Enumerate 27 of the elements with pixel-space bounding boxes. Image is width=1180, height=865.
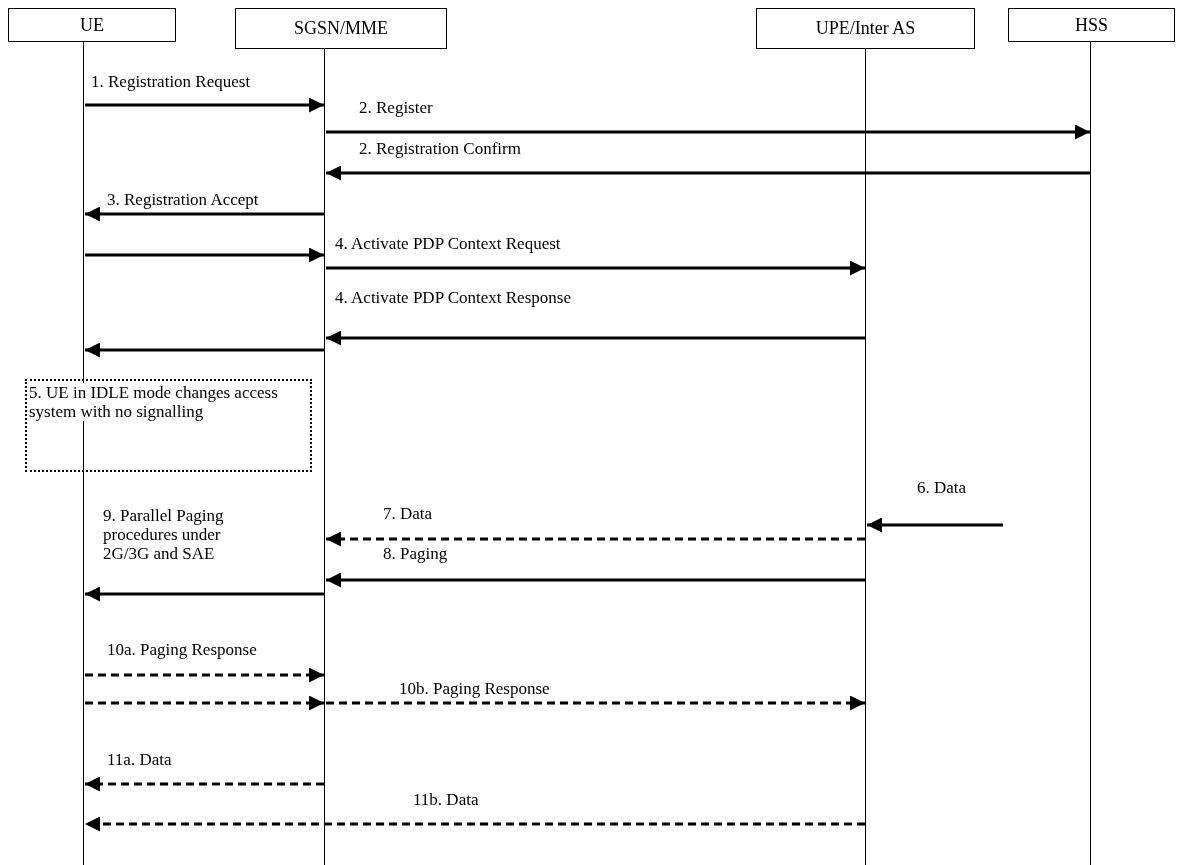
message-arrow	[85, 97, 324, 113]
edge-label: 10b. Paging Response	[398, 679, 551, 698]
message-arrow	[867, 517, 1003, 533]
message-arrow	[326, 330, 865, 346]
message-arrow	[85, 206, 324, 222]
participant-box: SGSN/MME	[235, 8, 447, 49]
message-arrow	[326, 695, 865, 711]
participant-box: UE	[8, 8, 176, 42]
lifeline	[1090, 42, 1092, 865]
message-arrow	[85, 776, 324, 792]
message-arrow	[85, 586, 324, 602]
message-arrow	[85, 816, 865, 832]
message-arrow	[85, 247, 324, 263]
lifeline	[324, 49, 326, 865]
message-arrow	[326, 124, 1090, 140]
participant-box: HSS	[1008, 8, 1175, 42]
message-arrow	[326, 572, 865, 588]
note-box	[25, 379, 312, 472]
message-arrow	[326, 531, 865, 547]
message-arrow	[85, 667, 324, 683]
message-arrow	[85, 342, 324, 358]
participant-box: UPE/Inter AS	[756, 8, 975, 49]
message-arrow	[85, 695, 324, 711]
edge-label: 2. Registration Confirm	[358, 139, 522, 158]
message-arrow	[326, 165, 1090, 181]
lifeline	[865, 49, 867, 865]
message-arrow	[326, 260, 865, 276]
